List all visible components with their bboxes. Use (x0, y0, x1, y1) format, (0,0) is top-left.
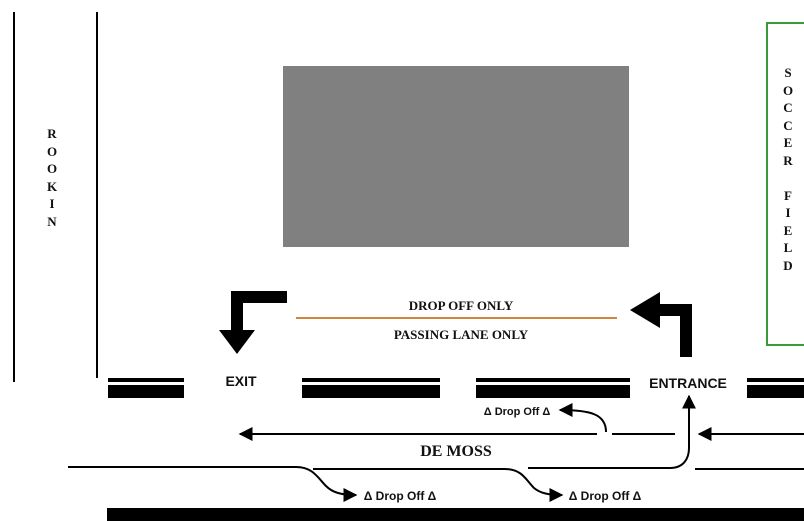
vertical-letter: E (783, 135, 793, 150)
de-moss-street-edge (107, 508, 804, 521)
vertical-letter: E (783, 222, 793, 238)
vertical-letter: R (47, 126, 57, 141)
entrance-turn-arrow (657, 304, 692, 357)
entrance-arrowhead (630, 292, 660, 328)
drop-off-label-3: Δ Drop Off Δ (569, 489, 642, 503)
vertical-letter: R (783, 152, 793, 168)
vertical-letter: C (783, 100, 793, 115)
vertical-letter: I (785, 205, 791, 220)
vertical-letter (779, 169, 797, 187)
exit-arrowhead (219, 330, 255, 354)
drop-off-label-1: Δ Drop Off Δ (484, 406, 551, 418)
vertical-letter: O (782, 82, 794, 98)
vertical-letter: O (46, 161, 58, 176)
vertical-letter: C (783, 117, 793, 133)
eastbound-lane-line-middle (313, 468, 564, 502)
vertical-letter: I (49, 196, 55, 211)
vertical-letter: S (784, 65, 792, 80)
passing-lane-only-label: PASSING LANE ONLY (394, 327, 529, 342)
eastbound-lane-line-left (68, 466, 358, 502)
vertical-letter: F (784, 187, 792, 203)
vertical-letter: L (783, 240, 793, 255)
drop-off-only-label: DROP OFF ONLY (409, 298, 514, 313)
school-building (283, 66, 629, 247)
exit-turn-arrow (231, 291, 287, 333)
de-moss-label: DE MOSS (420, 443, 492, 460)
vertical-letter: N (47, 213, 57, 229)
vertical-letter: D (783, 257, 793, 273)
soccer-field (766, 22, 804, 346)
entrance-turn-line (528, 394, 696, 469)
entrance-label: ENTRANCE (649, 375, 727, 391)
vertical-letter: O (46, 143, 58, 159)
vertical-letter: K (46, 178, 58, 194)
exit-label: EXIT (225, 373, 257, 389)
drop-off-1-arrow (558, 403, 607, 433)
drop-off-label-2: Δ Drop Off Δ (364, 489, 437, 503)
curb-dashes (108, 378, 804, 398)
